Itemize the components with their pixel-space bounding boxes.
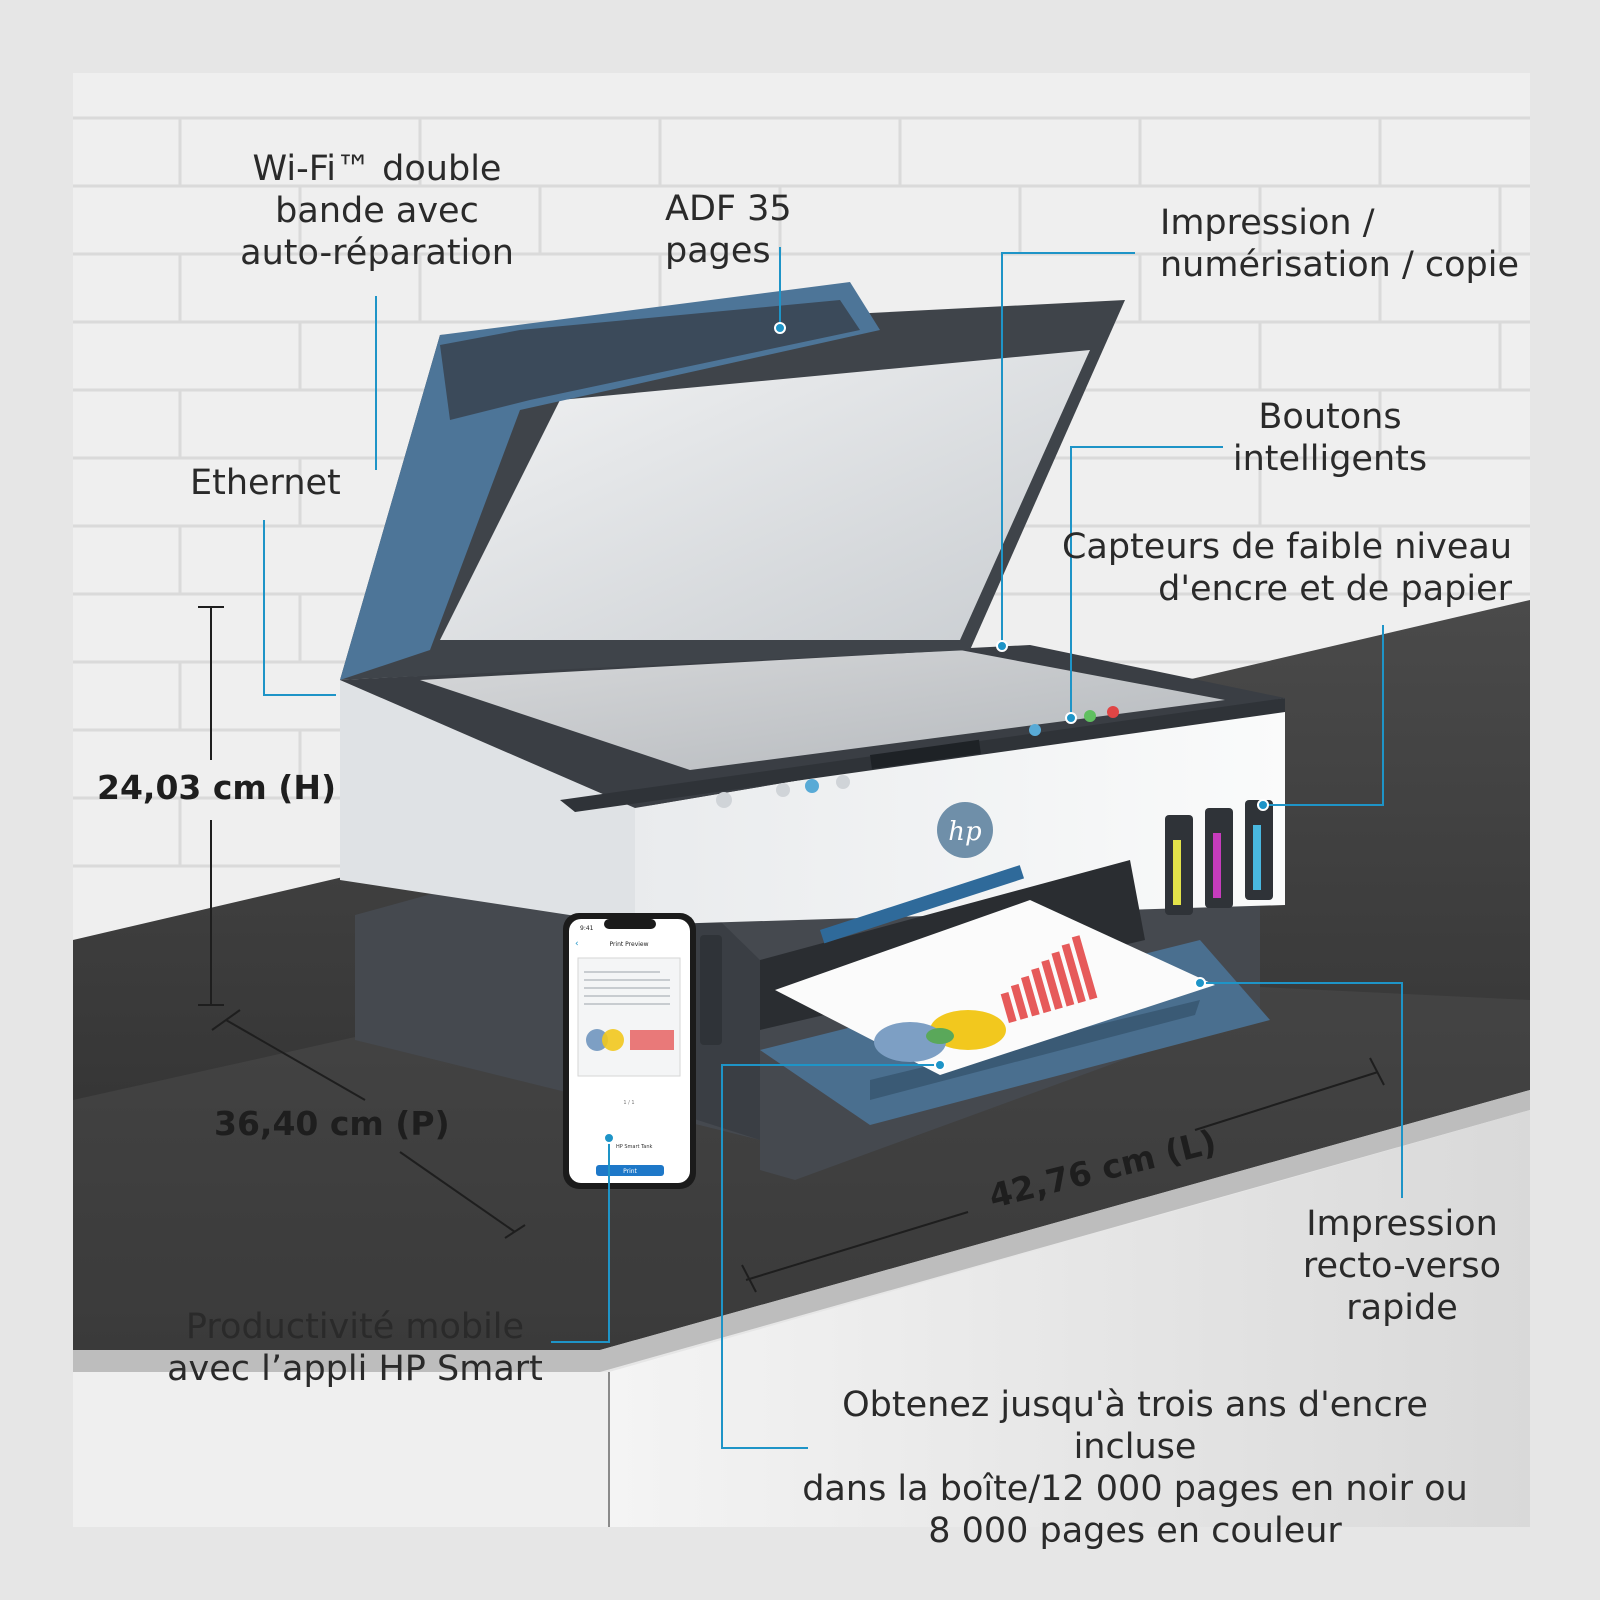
cabinet-right — [609, 1110, 1530, 1527]
leader-ethernet — [263, 520, 336, 696]
printer-body-side — [340, 680, 635, 925]
hp-logo-text: hp — [948, 817, 982, 847]
callout-duplex: Impression recto-verso rapide — [1302, 1204, 1502, 1328]
dimension-lines — [198, 606, 1385, 1293]
hp-logo: hp — [937, 802, 993, 858]
callout-print-scan-copy: Impression / numérisation / copie — [1160, 203, 1520, 285]
callout-smart-buttons: Boutons intelligents — [1232, 397, 1428, 479]
dim-width-tick-right — [1369, 1057, 1385, 1086]
ink-tanks — [1165, 800, 1273, 915]
leader-duplex — [1200, 982, 1403, 1198]
dimension-height: 24,03 cm (H) — [97, 768, 337, 807]
callout-mobile: Productivité mobile avec l’appli HP Smar… — [167, 1307, 543, 1389]
phone-back-icon: ‹ — [575, 939, 579, 949]
leader-sensors — [1263, 625, 1384, 806]
dim-depth-tick-top — [211, 1009, 241, 1031]
dim-width-line-lower — [745, 1211, 969, 1281]
dim-depth-line-lower — [399, 1151, 516, 1233]
control-buttons — [716, 706, 1119, 808]
sheet-header — [820, 865, 1025, 944]
leader-ink-promo — [721, 1064, 940, 1449]
leader-mobile — [551, 1138, 610, 1343]
dot-print-scan-copy — [996, 640, 1008, 652]
phone-print-button — [596, 1165, 664, 1176]
dim-width-tick-left — [741, 1264, 757, 1293]
callout-dots — [603, 322, 1269, 1144]
leader-print-scan-copy — [1001, 252, 1135, 645]
black-ink-tank — [700, 935, 722, 1045]
phone-printer-name: HP Smart Tank — [616, 1144, 653, 1150]
dimension-depth: 36,40 cm (P) — [214, 1104, 450, 1143]
dot-ink-promo — [934, 1059, 946, 1071]
callout-ink-promo: Obtenez jusqu'à trois ans d'encre inclus… — [802, 1385, 1468, 1551]
phone-time: 9:41 — [580, 925, 594, 932]
callout-wifi: Wi-Fi™ double bande avec auto-réparation — [240, 149, 514, 273]
scanner-glass — [420, 650, 1225, 770]
dim-width-line-upper — [1194, 1071, 1379, 1131]
dot-mobile — [603, 1132, 615, 1144]
phone-doc-lines — [584, 971, 670, 1005]
dim-depth-line-upper — [225, 1019, 366, 1101]
callout-adf: ADF 35 pages — [665, 189, 792, 271]
cabinet-left — [73, 1372, 609, 1527]
phone-screen-title: Print Preview — [609, 941, 648, 948]
callout-sensors: Capteurs de faible niveau d'encre et de … — [1061, 527, 1512, 609]
sheet-bar-chart — [1000, 935, 1098, 1024]
dot-smart-buttons — [1065, 712, 1077, 724]
callout-leaders — [263, 247, 1403, 1449]
dot-sensors — [1257, 799, 1269, 811]
phone-print-label: Print — [623, 1168, 637, 1175]
sheet-pie-green — [926, 1028, 954, 1044]
callout-ethernet: Ethernet — [190, 463, 341, 503]
leader-smart-buttons — [1070, 446, 1223, 718]
smartphone: 9:41 Print Preview ‹ 1 / 1 HP Smart Tank… — [563, 913, 696, 1189]
dot-adf — [774, 322, 786, 334]
dim-depth-tick-bottom — [504, 1224, 526, 1239]
lid-mat — [440, 350, 1090, 640]
dot-duplex — [1194, 977, 1206, 989]
phone-page-counter: 1 / 1 — [623, 1100, 634, 1106]
